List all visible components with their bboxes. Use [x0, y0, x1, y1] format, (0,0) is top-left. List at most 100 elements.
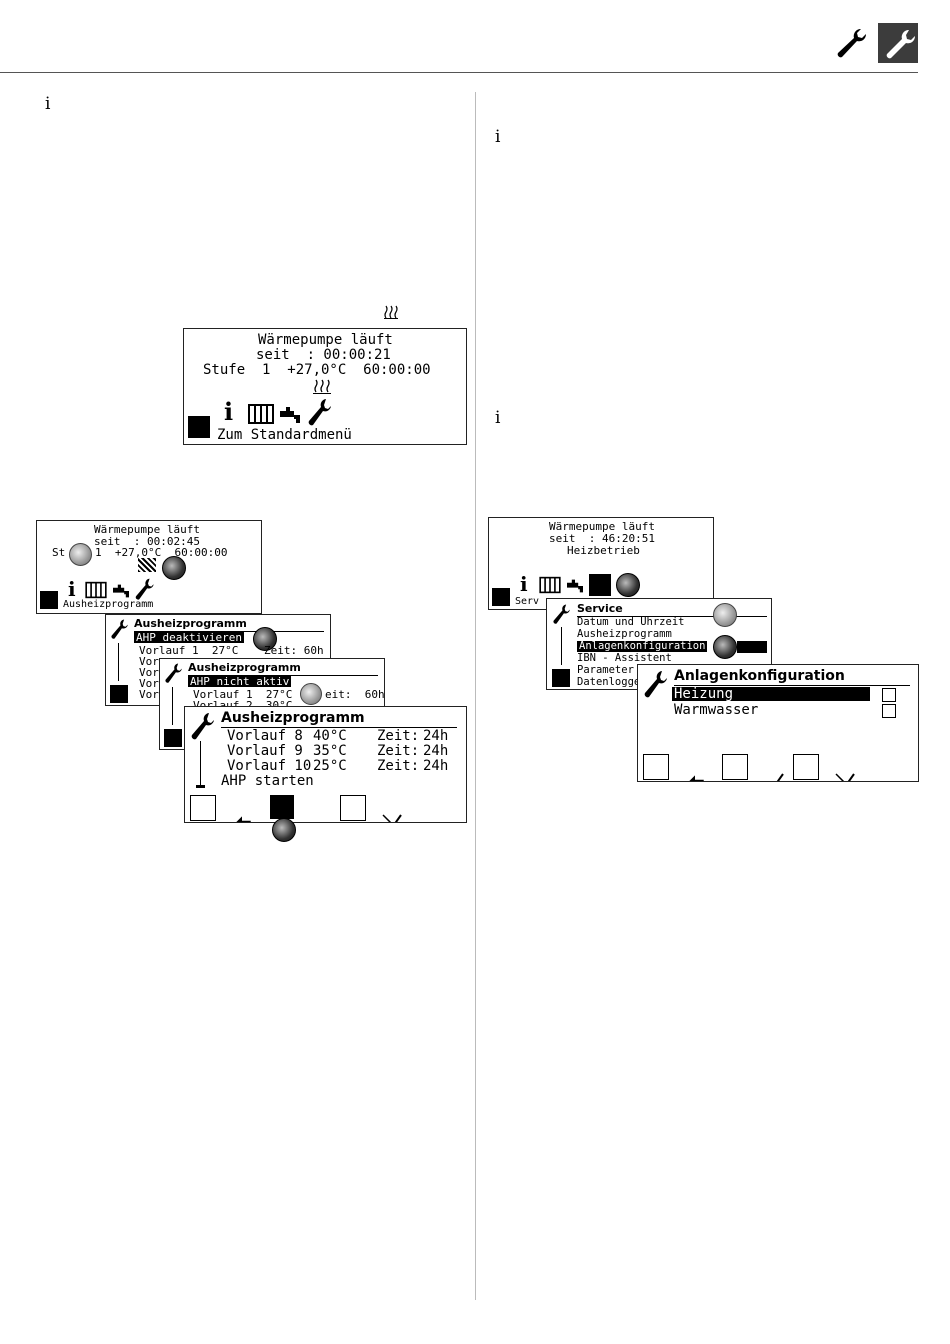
wrench-box-icon — [878, 23, 918, 63]
title-underline — [577, 616, 767, 617]
flow-row-time: Zeit: 60h — [264, 644, 324, 657]
back-arrow-button[interactable] — [164, 729, 212, 749]
service-menu-item[interactable]: Datum und Uhrzeit — [577, 616, 685, 628]
heat-pattern-icon — [138, 558, 156, 572]
scroll-track[interactable] — [172, 687, 173, 725]
screen-title: Ausheizprogramm — [188, 661, 301, 674]
selected-menu-item[interactable]: AHP deaktivieren — [134, 631, 244, 644]
selected-menu-item[interactable]: AHP nicht aktiv — [188, 675, 292, 688]
flow-row: Vor — [139, 655, 159, 668]
service-wrench-icon[interactable] — [306, 397, 332, 427]
checkbox-hot-water[interactable] — [882, 704, 896, 718]
back-arrow-button[interactable] — [40, 591, 88, 613]
confirm-check-button[interactable] — [722, 754, 784, 781]
water-tap-icon[interactable] — [111, 583, 131, 599]
info-menu-icon[interactable]: i — [520, 572, 528, 596]
menu-footer-label: Ausheizprogramm — [63, 599, 154, 610]
service-wrench-selected-icon[interactable] — [589, 574, 648, 609]
selected-menu-item[interactable]: Anlagenkonfiguration — [577, 640, 708, 652]
press-knob-icon[interactable] — [272, 818, 296, 842]
runtime-line: seit : 46:20:51 — [549, 532, 655, 545]
flow-row-name: Vorlauf 10 — [227, 758, 312, 774]
service-menu-item[interactable]: Parameter — [577, 664, 634, 676]
cancel-check-button[interactable] — [793, 754, 855, 781]
stage-line: St — [52, 546, 66, 559]
flow-row: Vorlauf 1 27°C — [139, 644, 239, 657]
flow-row-temp: 35°C — [313, 743, 347, 759]
ahp-start-item[interactable]: AHP starten — [221, 773, 314, 789]
selection-bar-end — [737, 641, 767, 653]
flow-row-time: 24h — [423, 743, 449, 759]
title-underline — [221, 727, 457, 728]
header-rule — [0, 72, 918, 73]
service-wrench-icon — [111, 619, 128, 639]
flow-row-time: 24h — [423, 758, 449, 774]
back-arrow-button[interactable] — [110, 685, 158, 705]
checkbox-heating[interactable] — [882, 688, 896, 702]
water-tap-icon[interactable] — [565, 578, 585, 594]
scroll-track[interactable] — [118, 643, 119, 681]
flow-row-time-label: Zeit: — [377, 743, 420, 759]
radiator-icon[interactable] — [85, 581, 107, 599]
service-menu-item[interactable]: Ausheizprogramm — [577, 628, 672, 640]
stage-value: 1 +27,0°C 60:00:00 — [95, 546, 228, 559]
heat-wave-icon — [384, 305, 398, 319]
rotary-knob[interactable] — [713, 603, 737, 627]
cancel-check-button[interactable] — [340, 795, 402, 822]
back-arrow-button[interactable] — [643, 754, 704, 781]
press-knob-icon[interactable] — [616, 573, 640, 597]
press-knob-icon[interactable] — [713, 635, 737, 659]
back-arrow-button[interactable] — [188, 416, 246, 444]
service-wrench-icon — [553, 604, 570, 624]
screen-title: Service — [577, 602, 623, 615]
rotary-knob[interactable] — [300, 683, 322, 705]
title-underline — [674, 685, 910, 686]
confirm-check-button[interactable] — [270, 795, 331, 822]
back-arrow-button[interactable] — [492, 588, 540, 609]
water-tap-icon[interactable] — [278, 405, 302, 425]
info-icon: i — [495, 408, 501, 428]
back-arrow-button[interactable] — [552, 669, 600, 689]
scroll-thumb[interactable] — [196, 785, 205, 788]
back-arrow-button[interactable] — [190, 795, 251, 822]
lcd-ahp-start-screen: Ausheizprogramm Vorlauf 8 40°C Zeit: 24h… — [184, 706, 467, 823]
wrench-icon — [837, 28, 867, 58]
flow-row: Vor — [139, 688, 159, 701]
flow-row-name: Vorlauf 8 — [227, 728, 303, 744]
mode-line: Heizbetrieb — [567, 544, 640, 557]
service-wrench-icon[interactable] — [133, 577, 155, 601]
column-divider — [475, 92, 476, 1300]
radiator-icon[interactable] — [248, 403, 274, 425]
option-heating[interactable]: Heizung — [672, 687, 870, 701]
info-menu-icon[interactable]: i — [224, 397, 234, 426]
runtime-line: seit : 00:02:45 — [94, 535, 200, 548]
flow-row: Vorlauf 1 27°C — [193, 688, 293, 701]
flow-row: Vorlauf 2 30°C — [193, 700, 292, 711]
screen-title: Ausheizprogramm — [134, 617, 247, 630]
scroll-track[interactable] — [200, 741, 201, 785]
lcd-main-screen: Wärmepumpe läuft seit : 00:00:21 Stufe 1… — [183, 328, 467, 445]
flow-row-name: Vorlauf 9 — [227, 743, 303, 759]
service-menu-item[interactable]: IBN - Assistent — [577, 652, 672, 664]
title-underline — [188, 675, 378, 676]
flow-row-time: 24h — [423, 728, 449, 744]
flow-row-temp: 40°C — [313, 728, 347, 744]
radiator-icon[interactable] — [539, 576, 561, 594]
flow-row-time-label: Zeit: — [377, 728, 420, 744]
menu-footer-label: Zum Standardmenü — [217, 427, 352, 443]
flow-row-time: eit: 60h — [325, 688, 385, 701]
rotary-knob[interactable] — [69, 543, 92, 566]
press-knob-icon[interactable] — [162, 556, 186, 580]
lcd-system-config-screen: Anlagenkonfiguration Heizung Warmwasser — [637, 664, 919, 782]
press-knob-icon[interactable] — [253, 627, 277, 651]
flow-row-time-label: Zeit: — [377, 758, 420, 774]
status-line: Wärmepumpe läuft — [258, 332, 393, 348]
service-menu-item[interactable]: Datenlogge — [577, 676, 641, 688]
status-line: Wärmepumpe läuft — [549, 520, 655, 533]
option-hot-water[interactable]: Warmwasser — [674, 702, 759, 718]
flow-row: Vor — [139, 666, 159, 679]
info-menu-icon[interactable]: i — [68, 577, 76, 601]
scroll-track[interactable] — [561, 627, 562, 665]
screen-title: Ausheizprogramm — [221, 710, 365, 726]
title-underline — [134, 631, 324, 632]
